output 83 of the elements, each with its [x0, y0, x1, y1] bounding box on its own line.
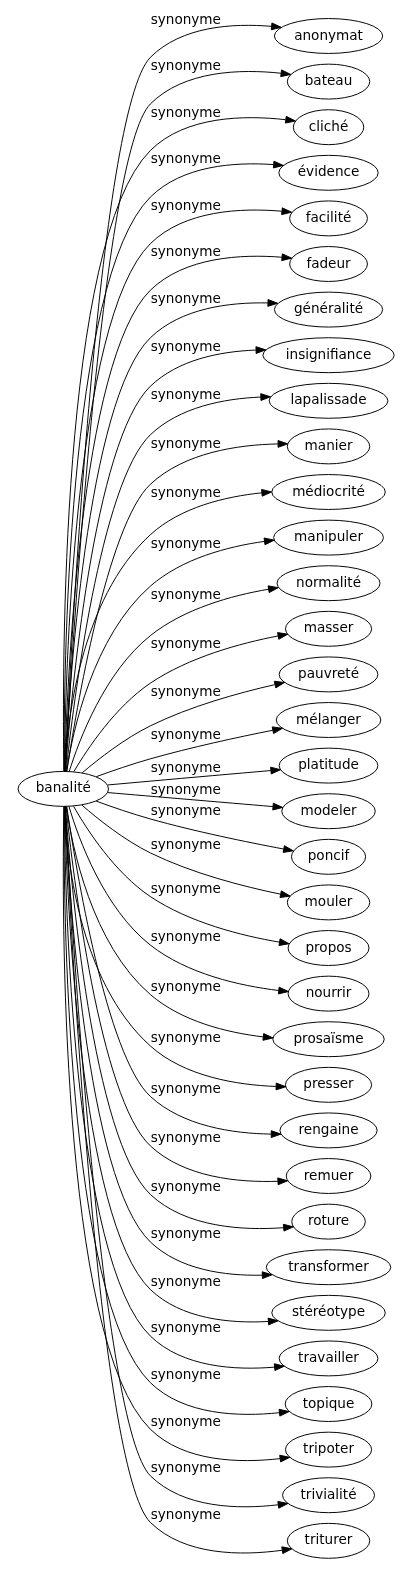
node-ellipse: mouler: [286, 884, 370, 921]
edge-label: synonyme: [150, 1505, 221, 1522]
edge-label: synonyme: [150, 585, 221, 602]
edge-label: synonyme: [150, 1412, 221, 1429]
node-ellipse: masser: [284, 610, 372, 647]
edge-label: synonyme: [150, 1079, 221, 1096]
node-ellipse: insignifiance: [261, 337, 395, 374]
edge-label: synonyme: [150, 1129, 221, 1146]
edge-label: synonyme: [150, 534, 221, 551]
arrow: [81, 680, 285, 774]
node-ellipse: facilité: [288, 200, 368, 237]
edge-label: synonyme: [150, 290, 221, 306]
node-ellipse: fadeur: [288, 246, 368, 282]
node-ellipse: évidence: [277, 154, 379, 191]
edge-label: synonyme: [150, 977, 221, 994]
edge-label: synonyme: [150, 434, 221, 451]
edge-label: synonyme: [150, 1365, 221, 1382]
node-ellipse: presser: [284, 1066, 372, 1103]
edge-label: synonyme: [150, 758, 221, 775]
arrow: [95, 800, 294, 853]
node-ellipse: remuer: [285, 1158, 371, 1194]
edge-label: synonyme: [150, 1272, 221, 1289]
node-ellipse: banalité: [17, 770, 109, 807]
node-ellipse: nourrir: [287, 975, 369, 1012]
edge-label: synonyme: [150, 780, 221, 797]
node-ellipse: pauvreté: [278, 656, 378, 693]
node-ellipse: lapalissade: [268, 382, 388, 419]
edge-label: synonyme: [150, 682, 221, 699]
arrow: [65, 806, 281, 1138]
node-ellipse: stéréotype: [270, 1294, 386, 1331]
node-ellipse: généralité: [273, 291, 383, 328]
arrow: [63, 488, 272, 772]
edge-label: synonyme: [150, 103, 221, 120]
node-ellipse: trivialité: [281, 1477, 375, 1514]
node-ellipse: manier: [286, 428, 370, 465]
edge-label: synonyme: [150, 802, 221, 819]
node-ellipse: normalité: [276, 565, 381, 602]
edge-label: synonyme: [150, 1225, 221, 1242]
edge-label: synonyme: [150, 386, 221, 403]
node-ellipse: topique: [284, 1386, 372, 1422]
edge-label: synonyme: [150, 196, 221, 213]
node-ellipse: roture: [290, 1203, 366, 1240]
arrow: [72, 632, 288, 773]
node-ellipse: manipuler: [272, 519, 384, 556]
arrow: [65, 440, 288, 772]
node-ellipse: triturer: [286, 1522, 370, 1559]
edge-label: synonyme: [150, 337, 221, 354]
node-ellipse: mélanger: [275, 702, 381, 738]
node-ellipse: cliché: [292, 109, 364, 146]
edge-label: synonyme: [150, 243, 221, 260]
arrow: [65, 537, 275, 772]
arrow: [80, 804, 291, 898]
arrow: [95, 726, 283, 778]
edge-label: synonyme: [150, 836, 221, 853]
node-ellipse: travailler: [278, 1340, 378, 1377]
node-ellipse: transformer: [265, 1249, 391, 1286]
edge-label: synonyme: [150, 928, 221, 945]
arrow: [67, 805, 289, 995]
node-ellipse: médiocrité: [270, 474, 386, 510]
node-ellipse: platitude: [278, 747, 378, 784]
arrow: [106, 766, 281, 786]
edge-label: synonyme: [150, 1319, 221, 1336]
arrow: [106, 792, 283, 811]
arrow: [68, 585, 279, 773]
edge-label: synonyme: [150, 635, 221, 652]
edge-label: synonyme: [150, 725, 221, 742]
edge-label: synonyme: [150, 1177, 221, 1194]
edge-label: synonyme: [150, 1459, 221, 1476]
node-ellipse: prosaïsme: [271, 1021, 385, 1058]
node-ellipse: tripoter: [284, 1431, 372, 1468]
edge-label: synonyme: [150, 484, 221, 501]
node-ellipse: anonymat: [273, 18, 383, 54]
arrow: [72, 805, 290, 946]
node-ellipse: modeler: [280, 793, 376, 830]
edge-label: synonyme: [150, 1029, 221, 1046]
node-ellipse: rengaine: [278, 1112, 378, 1149]
edge-label: synonyme: [150, 879, 221, 896]
edge-label: synonyme: [150, 57, 221, 74]
node-ellipse: propos: [287, 930, 369, 966]
node-ellipse: bateau: [286, 63, 370, 100]
node-ellipse: poncif: [290, 838, 366, 875]
edge-label: synonyme: [150, 150, 221, 167]
edge-label: synonyme: [150, 10, 221, 27]
